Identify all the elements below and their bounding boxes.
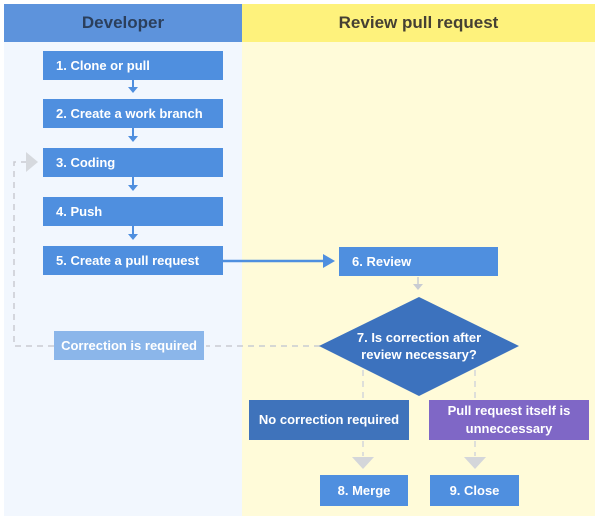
unnecessary-line1: Pull request itself is [447,403,571,418]
review-lane-header: Review pull request [242,4,595,42]
step-close[interactable]: 9. Close [430,475,519,506]
merge-arrowhead [352,457,374,469]
developer-lane-header: Developer [4,4,242,42]
step-coding[interactable]: 3. Coding [43,148,223,177]
decision-label-line1: 7. Is correction after [356,330,482,345]
no-correction-required-box[interactable]: No correction required [249,400,409,440]
correction-loop [13,161,320,347]
step-review[interactable]: 6. Review [339,247,498,276]
step-push[interactable]: 4. Push [43,197,223,226]
step-create-pull-request[interactable]: 5. Create a pull request [43,246,223,275]
close-arrowhead [464,457,486,469]
step-clone-or-pull[interactable]: 1. Clone or pull [43,51,223,80]
pull-request-unnecessary-box[interactable]: Pull request itself is unneccessary [429,400,589,440]
correction-required-box[interactable]: Correction is required [54,331,204,360]
unnecessary-line2: unneccessary [465,421,553,436]
decision-diamond [319,297,519,396]
step-merge[interactable]: 8. Merge [320,475,408,506]
step-create-work-branch[interactable]: 2. Create a work branch [43,99,223,128]
decision-label-line2: review necessary? [361,347,477,362]
decision-label[interactable]: 7. Is correction after review necessary? [339,329,499,363]
loop-arrowhead [26,152,38,172]
